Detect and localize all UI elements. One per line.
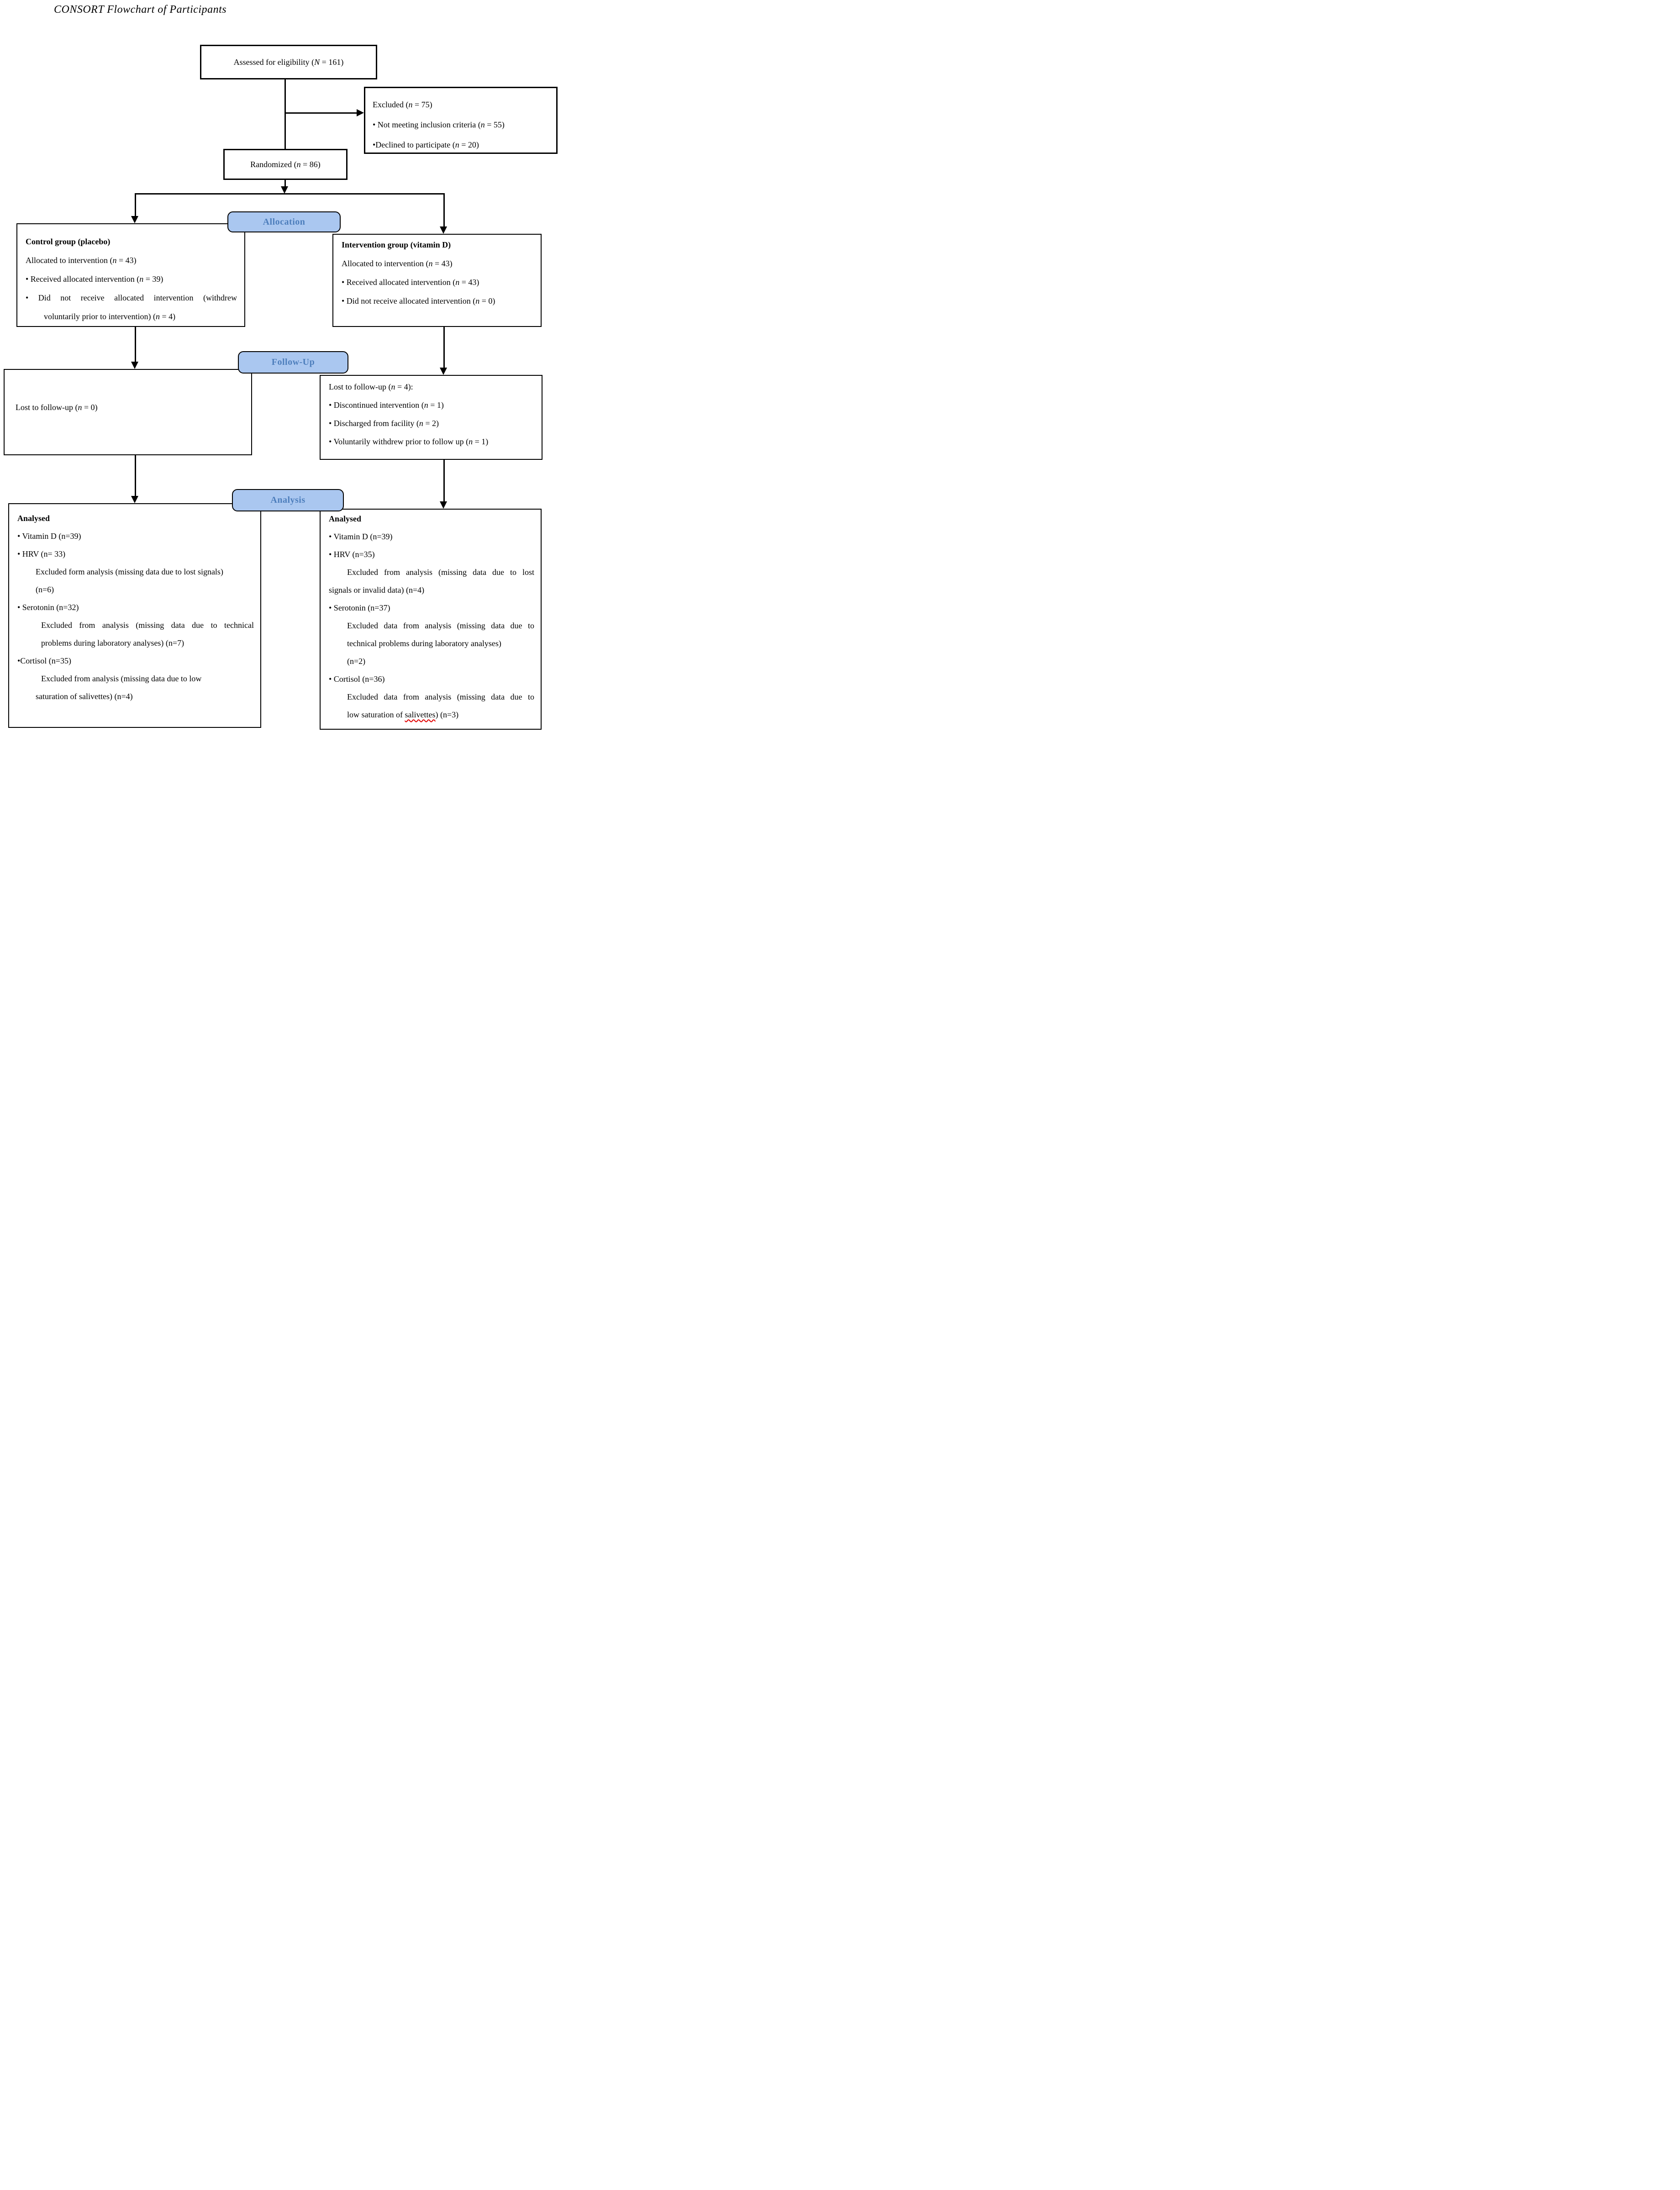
branch-line-allocation xyxy=(135,193,445,195)
text-line: Analysed xyxy=(17,514,50,523)
text-line: low saturation of salivettes) (n=3) xyxy=(347,710,459,719)
arrow-down-intervention xyxy=(440,226,447,234)
text-line: • Voluntarily withdrew prior to follow u… xyxy=(329,437,489,446)
text-line: • Not meeting inclusion criteria (n = 55… xyxy=(373,120,505,129)
text-line: problems during laboratory analyses) (n=… xyxy=(41,638,184,648)
connector-branch-control xyxy=(135,193,136,217)
followup-label: Follow-Up xyxy=(271,357,315,367)
text-line: technical problems during laboratory ana… xyxy=(347,639,501,648)
allocation-section-pill: Allocation xyxy=(227,211,341,232)
text-line: • Received allocated intervention (n = 3… xyxy=(26,274,163,284)
control-group-box: Control group (placebo) Allocated to inte… xyxy=(16,223,245,327)
text-line: Excluded from analysis (missing data due… xyxy=(41,621,254,630)
connector-assessed-randomized xyxy=(284,79,286,149)
text-line: • Vitamin D (n=39) xyxy=(17,532,81,541)
text-line: (n=2) xyxy=(347,657,366,666)
text-line: Excluded from analysis (missing data due… xyxy=(41,674,202,683)
text-line: Excluded from analysis (missing data due… xyxy=(347,568,534,577)
analysis-label: Analysis xyxy=(270,495,305,505)
page-title: CONSORT Flowchart of Participants xyxy=(54,4,227,16)
text-line: • Vitamin D (n=39) xyxy=(329,532,393,541)
connector-randomized-branch xyxy=(284,180,286,188)
connector-to-excluded xyxy=(285,112,358,114)
lost-left-text: Lost to follow-up (n = 0) xyxy=(16,403,98,412)
text-line: • Discharged from facility (n = 2) xyxy=(329,419,439,428)
text-line: •Declined to participate (n = 20) xyxy=(373,140,479,149)
arrow-down-control xyxy=(131,216,138,223)
text-line: • Did not receive allocated intervention… xyxy=(342,296,495,305)
connector-control-followup xyxy=(135,327,136,363)
allocation-label: Allocation xyxy=(263,216,305,227)
intervention-group-box: Intervention group (vitamin D) Allocated … xyxy=(332,234,542,327)
text-line: • Serotonin (n=32) xyxy=(17,603,79,612)
analysis-section-pill: Analysis xyxy=(232,489,344,511)
lost-followup-left-box: Lost to follow-up (n = 0) xyxy=(4,369,252,455)
text-line: Excluded data from analysis (missing dat… xyxy=(347,621,534,630)
randomized-text: Randomized (n = 86) xyxy=(250,159,321,169)
consort-flowchart: CONSORT Flowchart of Participants Assess… xyxy=(0,0,560,730)
text-line: Allocated to intervention (n = 43) xyxy=(26,256,137,265)
arrow-right-excluded xyxy=(357,109,364,116)
followup-section-pill: Follow-Up xyxy=(238,351,348,374)
arrow-down-analysed-left xyxy=(131,496,138,503)
arrow-down-analysed-right xyxy=(440,501,447,509)
text-line: • Cortisol (n=36) xyxy=(329,674,385,684)
text-line: Allocated to intervention (n = 43) xyxy=(342,259,453,268)
connector-branch-intervention xyxy=(443,193,445,227)
arrow-down-lost-right xyxy=(440,368,447,375)
arrow-down-lost-left xyxy=(131,362,138,369)
text-line: • Discontinued intervention (n = 1) xyxy=(329,400,444,410)
text-line: • Did not receive allocated intervention… xyxy=(26,293,237,302)
assessed-text: Assessed for eligibility (N = 161) xyxy=(233,57,344,67)
text-line: Excluded (n = 75) xyxy=(373,100,432,109)
text-line: Intervention group (vitamin D) xyxy=(342,240,451,249)
excluded-box: Excluded (n = 75) • Not meeting inclusion… xyxy=(364,87,558,154)
text-line: •Cortisol (n=35) xyxy=(17,656,71,665)
lost-followup-right-box: Lost to follow-up (n = 4): • Discontinued… xyxy=(320,375,542,460)
connector-lost-analysis-left xyxy=(135,455,136,497)
text-line: Control group (placebo) xyxy=(26,237,111,246)
text-line: Excluded form analysis (missing data due… xyxy=(36,567,223,576)
text-line: Lost to follow-up (n = 4): xyxy=(329,382,413,391)
text-line: • Received allocated intervention (n = 4… xyxy=(342,278,479,287)
analysed-left-box: Analysed • Vitamin D (n=39) • HRV (n= 33) E… xyxy=(8,503,261,728)
connector-intervention-followup xyxy=(443,327,445,369)
text-line: saturation of salivettes) (n=4) xyxy=(36,692,133,701)
text-line: Excluded data from analysis (missing dat… xyxy=(347,692,534,701)
text-line: • HRV (n= 33) xyxy=(17,549,66,558)
text-line: signals or invalid data) (n=4) xyxy=(329,585,425,595)
assessed-box: Assessed for eligibility (N = 161) xyxy=(200,45,377,79)
arrow-down-branch xyxy=(281,186,288,194)
text-line: • Serotonin (n=37) xyxy=(329,603,390,612)
text-line: Analysed xyxy=(329,514,362,523)
text-line: (n=6) xyxy=(36,585,54,594)
text-line: • HRV (n=35) xyxy=(329,550,375,559)
connector-lost-analysis-right xyxy=(443,460,445,502)
analysed-right-box: Analysed • Vitamin D (n=39) • HRV (n=35) Ex… xyxy=(320,509,542,730)
randomized-box: Randomized (n = 86) xyxy=(223,149,348,180)
text-line: voluntarily prior to intervention) (n = … xyxy=(44,312,176,321)
